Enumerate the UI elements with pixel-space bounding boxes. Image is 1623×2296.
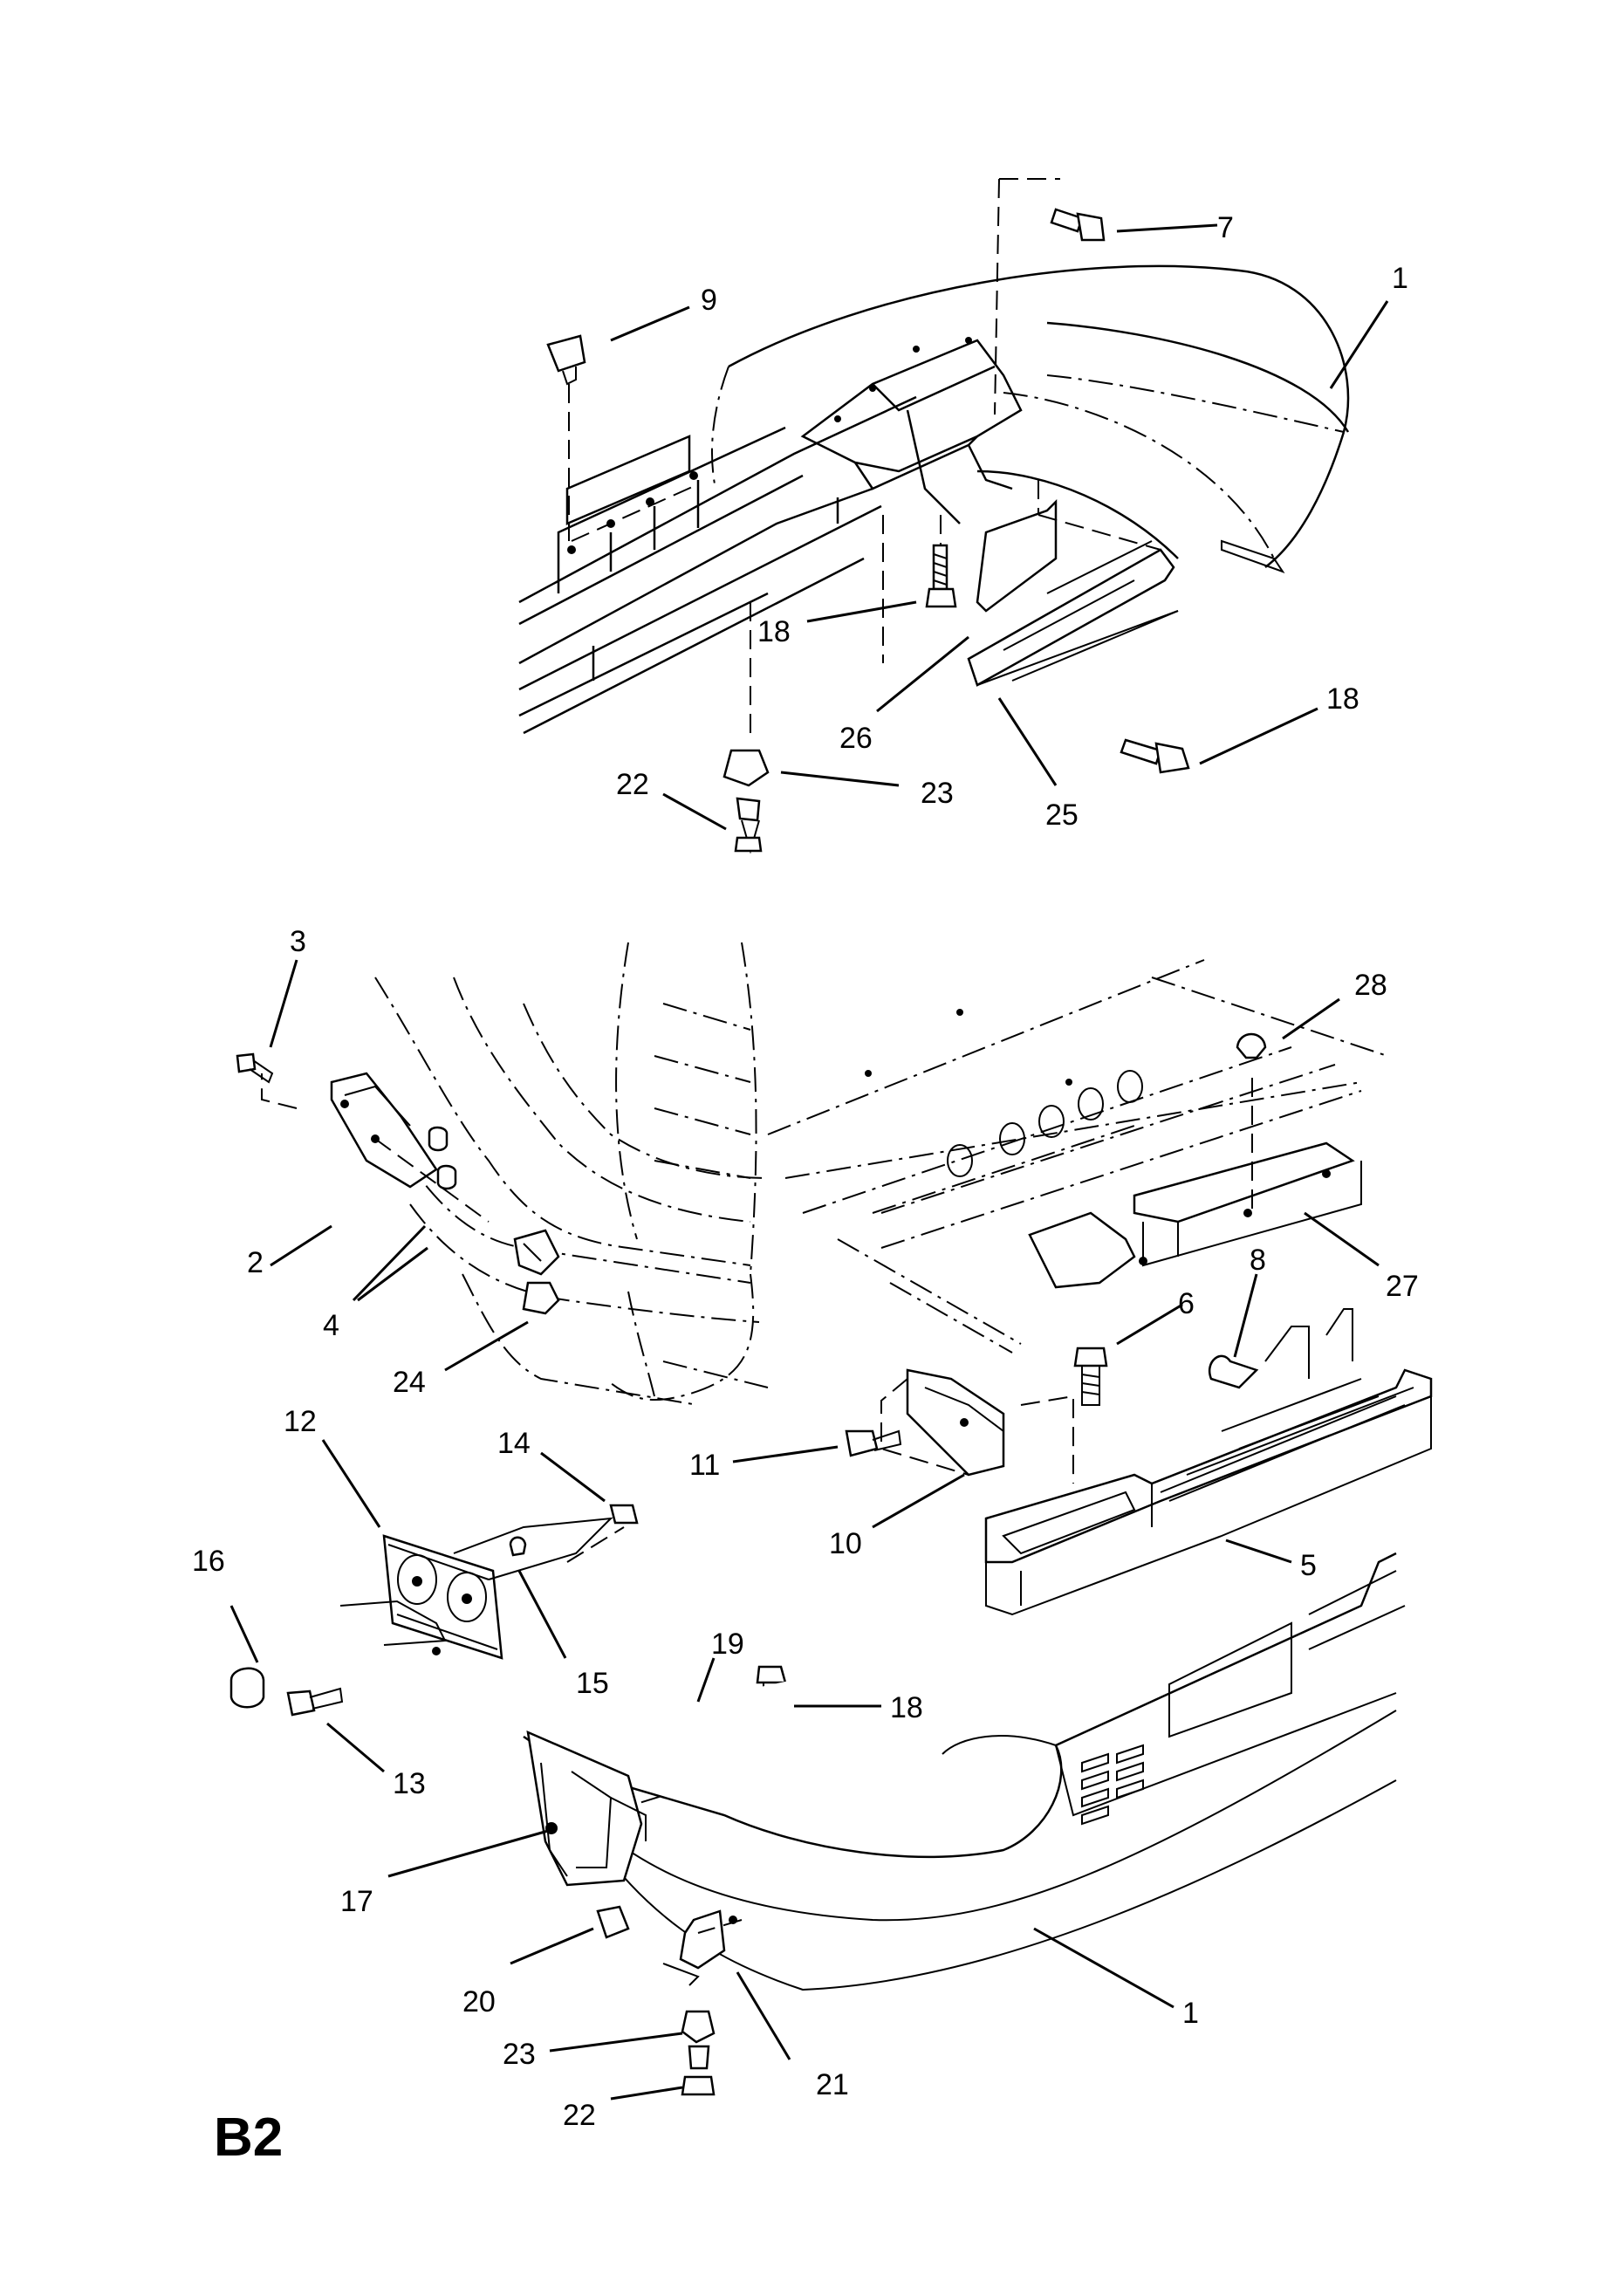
page-id-label: B2 (214, 2108, 283, 2168)
callout-18-upper-horizontal: 18 (1326, 682, 1359, 716)
callout-10: 10 (829, 1527, 862, 1560)
callout-17: 17 (340, 1885, 373, 1918)
callout-20: 20 (462, 1985, 496, 2018)
callout-1-lower: 1 (1182, 1997, 1199, 2030)
callout-14: 14 (497, 1427, 531, 1460)
lower-leader-lines (229, 959, 1380, 2101)
callout-5: 5 (1300, 1549, 1317, 1582)
callout-23-upper: 23 (921, 777, 954, 810)
callout-1-upper: 1 (1392, 262, 1408, 295)
callout-18-upper-vertical: 18 (757, 615, 791, 648)
lower-assembly-drawing (229, 942, 1433, 2096)
upper-assembly-drawing (518, 178, 1350, 854)
callout-23-lower: 23 (503, 2038, 536, 2071)
callout-26: 26 (839, 722, 873, 755)
upper-callouts: 7 1 9 18 26 18 23 22 25 (616, 211, 1408, 832)
callout-13: 13 (393, 1767, 426, 1800)
callout-4: 4 (323, 1309, 339, 1342)
callout-6: 6 (1178, 1287, 1195, 1320)
callout-27: 27 (1386, 1270, 1419, 1303)
callout-22-upper: 22 (616, 768, 649, 801)
lower-callouts: 3 28 2 4 27 6 8 24 12 14 11 16 10 5 15 1… (192, 925, 1419, 2132)
upper-leader-lines (610, 223, 1389, 831)
callout-28: 28 (1354, 969, 1387, 1002)
callout-9: 9 (701, 284, 717, 317)
callout-24: 24 (393, 1366, 426, 1399)
callout-2: 2 (247, 1246, 264, 1279)
callout-15: 15 (576, 1667, 609, 1700)
callout-21: 21 (816, 2068, 849, 2101)
callout-11: 11 (689, 1449, 720, 1482)
callout-22-lower: 22 (563, 2099, 596, 2132)
callout-12: 12 (284, 1405, 317, 1438)
callout-16: 16 (192, 1545, 225, 1578)
callout-18-lower: 18 (890, 1691, 923, 1724)
callout-7: 7 (1217, 211, 1234, 244)
callout-19: 19 (711, 1628, 744, 1661)
callout-3: 3 (290, 925, 306, 958)
callout-8: 8 (1250, 1244, 1266, 1277)
callout-25: 25 (1045, 798, 1079, 832)
